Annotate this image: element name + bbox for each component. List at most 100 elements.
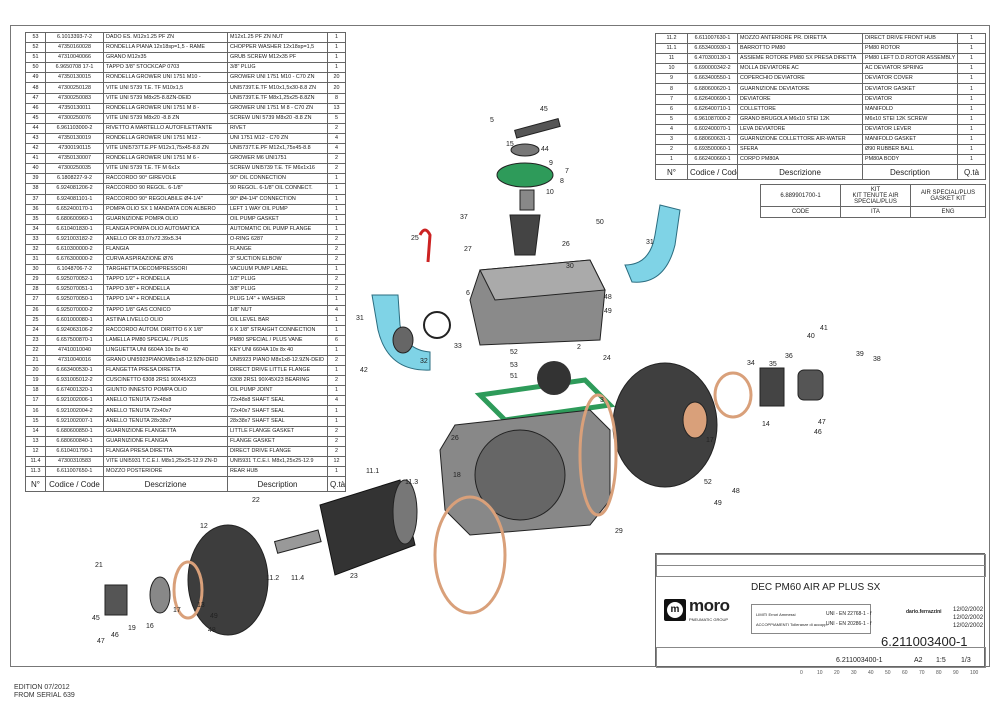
item-code: 6.1048706-7-2: [45, 264, 104, 276]
item-desc-eng: DIRECT DRIVE FLANGE: [227, 445, 328, 457]
item-code: 6.961087000-2: [687, 113, 738, 125]
item-number: 49: [25, 72, 46, 84]
item-desc-eng: CHOPPER WASHER 12x18sp=1,5: [227, 42, 328, 54]
brand-sub: PNEUMATIC GROUP: [689, 617, 729, 622]
callout-label: 52: [704, 479, 712, 486]
item-code: 47300190115: [45, 143, 104, 155]
little-flange: [104, 584, 128, 616]
item-qty: 13: [327, 102, 346, 114]
item-desc-eng: OIL LEVEL BAR: [227, 314, 328, 326]
item-desc-ita: GUARNIZIONE FLANGIA: [103, 435, 228, 447]
item-desc-eng: PM80 ROTOR: [862, 43, 958, 55]
callout-label: 7: [565, 168, 569, 175]
item-desc-ita: MOLLA DEVIATORE AC: [737, 63, 863, 75]
item-number: 31: [25, 254, 46, 266]
item-qty: 1: [957, 103, 986, 115]
item-desc-ita: VITE UNI 5739 T.E. TF M 6x1x: [103, 163, 228, 175]
callout-label: 37: [460, 214, 468, 221]
item-code: 6.925070052-1: [45, 274, 104, 286]
item-code: 6.626400710-1: [687, 103, 738, 115]
file-number: 6.211003400-1: [836, 657, 883, 664]
callout-label: 11.2: [266, 575, 279, 582]
callout-label: 47: [818, 419, 826, 426]
item-desc-ita: GRANO M12x35: [103, 52, 228, 64]
item-code: 6.680600850-1: [45, 425, 104, 437]
item-qty: 1: [327, 31, 346, 44]
item-number: 43: [25, 132, 46, 145]
item-qty: 1: [327, 385, 346, 397]
item-number: 11.4: [25, 455, 46, 468]
item-code: 6.693500060-1: [687, 144, 738, 156]
callout-label: 51: [510, 373, 518, 380]
callout-label: 40: [807, 333, 815, 340]
item-desc-ita: POMPA OLIO SX 1 MANDATA CON ALBERO: [103, 203, 228, 215]
callout-label: 33: [454, 343, 462, 350]
item-desc-eng: MANIFOLD: [862, 103, 958, 115]
item-number: 11.2: [655, 32, 688, 45]
item-qty: 1: [327, 42, 346, 54]
item-desc-eng: GROWER M6 UNI1751: [227, 153, 328, 165]
item-desc-eng: 3/8" PLUG: [227, 284, 328, 296]
drawn-by: dario.ferrazzini: [906, 609, 942, 615]
item-qty: 2: [327, 354, 346, 367]
item-qty: 2: [327, 284, 346, 296]
item-desc-ita: DEVIATORE: [737, 93, 863, 105]
item-number: 19: [25, 375, 46, 387]
item-code: 6.611007650-1: [45, 466, 104, 478]
item-qty: 2: [327, 375, 346, 387]
header-item-code: Codice / Code: [687, 164, 738, 181]
header-item-desc-eng: Description: [227, 476, 328, 493]
item-qty: 1: [327, 415, 346, 427]
item-number: 2: [655, 144, 688, 156]
item-number: 51: [25, 52, 46, 64]
item-number: 11.3: [25, 466, 46, 478]
item-desc-eng: DEVIATOR GASKET: [862, 83, 958, 95]
drawing-title: DEC PM60 AIR AP PLUS SX: [751, 582, 881, 593]
item-qty: 1: [327, 466, 346, 478]
header-item-code: Codice / Code: [45, 476, 104, 493]
callout-label: 46: [814, 429, 822, 436]
item-number: 20: [25, 365, 46, 377]
logo-m: m: [667, 602, 683, 618]
item-desc-eng: UNI5931 T.C.E.I. M8x1,25x25-12.9: [227, 455, 328, 468]
item-desc-ita: FLANGIA: [103, 243, 228, 256]
callout-label: 35: [769, 361, 777, 368]
callout-label: 50: [596, 219, 604, 226]
suction-elbow-right: [624, 204, 681, 283]
edition-date: EDITION 07/2012: [14, 684, 70, 691]
item-desc-ita: TAPPO 3/8" STOCKCAP 0703: [103, 62, 228, 74]
ruler-tick: 90: [953, 670, 959, 676]
item-code: 6.925070000-2: [45, 304, 104, 316]
header-item-number: N°: [25, 476, 46, 493]
item-desc-eng: 3" SUCTION ELBOW: [227, 254, 328, 266]
item-desc-ita: VITE UNI5737T.E.PF M12x1,75x45-8.8 ZN: [103, 143, 228, 155]
item-desc-ita: TAPPO 1/8" GAS CONICO: [103, 304, 228, 316]
item-code: 6.921002006-1: [45, 395, 104, 407]
ruler-tick: 70: [919, 670, 925, 676]
item-code: 47300250128: [45, 82, 104, 94]
item-code: 6.610401790-1: [45, 445, 104, 457]
item-code: 6.9650708 17-1: [45, 62, 104, 74]
item-qty: 1: [327, 294, 346, 306]
kit-eng: AIR SPECIAL/PLUS GASKET KIT: [910, 184, 986, 207]
item-qty: 2: [327, 274, 346, 286]
item-desc-eng: SCREW UNI5739 T.E. TF M6x1x16: [227, 163, 328, 175]
kit-ita-text: KIT TENUTE AIR SPECIAL/PLUS: [852, 192, 899, 205]
item-desc-ita: CUSCINETTO 6308 2RS1 90X45X23: [103, 375, 228, 387]
